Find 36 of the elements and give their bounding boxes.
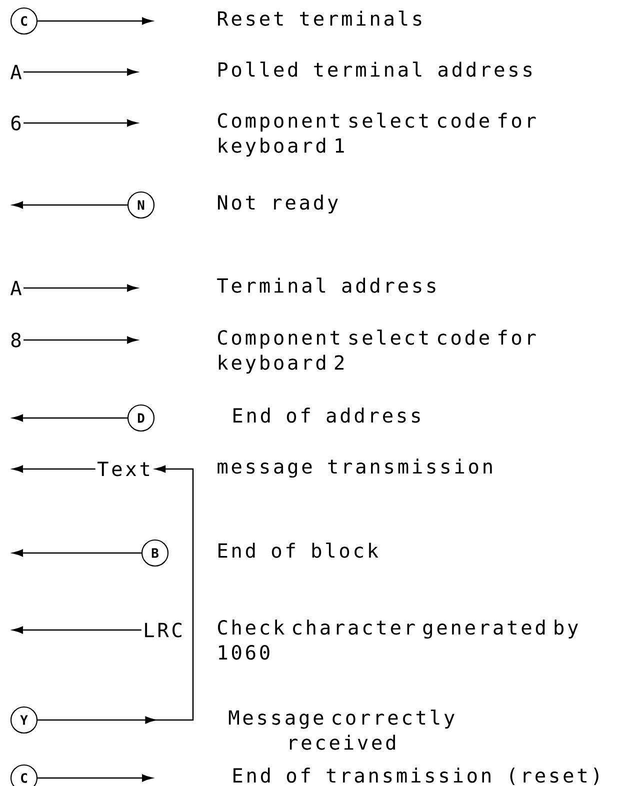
signal-symbol: 6 (11, 116, 21, 130)
circled-letter: N (127, 191, 155, 219)
signal-symbol: LRC (145, 622, 182, 638)
arrow (38, 17, 152, 25)
arrow (12, 549, 142, 557)
signal-symbol: Text (97, 462, 150, 476)
arrow (24, 284, 138, 292)
arrow (12, 201, 128, 209)
signal-symbol: 8 (11, 332, 21, 348)
signal-symbol: A (10, 280, 22, 296)
description-text: Not ready (218, 194, 338, 214)
circled-letter: Y (10, 706, 38, 734)
circled-letter: D (127, 404, 155, 432)
arrow (12, 414, 128, 422)
circled-letter: B (141, 539, 169, 567)
description-text: Component select code for keyboard 2 (218, 330, 536, 374)
description-text: Check character generated by 1060 (218, 620, 578, 660)
arrow (24, 68, 138, 76)
arrow (24, 119, 138, 127)
arrow (38, 465, 194, 724)
arrow (38, 774, 152, 782)
circled-letter: C (10, 764, 38, 786)
description-text: Polled terminal address (218, 62, 532, 77)
description-text: Component select code for keyboard 1 (218, 112, 536, 157)
arrow (24, 336, 138, 344)
arrow (12, 465, 96, 473)
signal-symbol: A (10, 64, 22, 80)
arrow (12, 626, 142, 634)
circled-letter: C (10, 7, 38, 35)
description-text: Terminal address (217, 278, 436, 293)
description-text: Message correctly received (228, 710, 454, 750)
description-text: Reset terminals (218, 10, 422, 26)
description-text: End of address (234, 408, 420, 423)
description-text: message transmission (218, 458, 492, 478)
description-text: End of block (218, 542, 378, 558)
description-text: End of transmission (reset) (234, 768, 598, 786)
